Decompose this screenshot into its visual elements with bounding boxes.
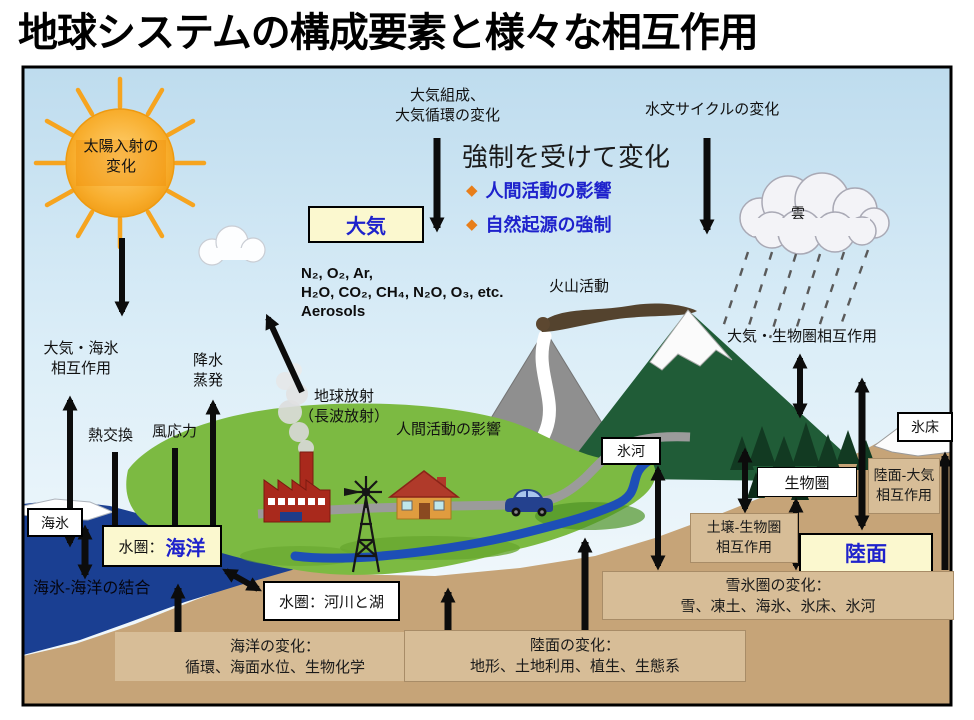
- sun-icon: [33, 76, 207, 250]
- biosphere-box: 生物圏: [757, 467, 857, 497]
- rain-icon: [720, 249, 870, 339]
- windmill-icon: [344, 476, 382, 573]
- solar-input-label: 太陽入射の 変化: [83, 138, 159, 175]
- hydrosphere-ocean-box: 水圏： 海洋: [102, 525, 222, 567]
- house-icon: [387, 470, 461, 520]
- atmosphere-box: 大気: [308, 206, 424, 243]
- car-icon: [505, 489, 553, 517]
- human-activity-label: 人間活動の影響: [396, 421, 502, 438]
- seaice-ocean-coupling-label: 海氷-海洋の結合: [33, 580, 151, 597]
- bullet-label: 人間活動の影響: [485, 181, 612, 201]
- land-surface-box: 陸面: [799, 533, 933, 573]
- ocean-shape: [23, 500, 310, 655]
- precip-evap-label: 降水 蒸発: [192, 352, 223, 389]
- bullet-label: 自然起源の強制: [485, 215, 612, 235]
- forced-change-label: 強制を受けて変化: [462, 142, 671, 172]
- sea-ice-box: 海氷: [27, 508, 83, 537]
- river-shape: [290, 455, 655, 563]
- small-cloud-icon: [198, 225, 266, 266]
- volcano-label: 火山活動: [549, 278, 610, 295]
- glacier-box: 氷河: [601, 437, 661, 465]
- earth-radiation-label: 地球放射 （長波放射）: [298, 388, 389, 425]
- atmospheric-gases-label: N₂, O₂, Ar, H₂O, CO₂, CH₄, N₂O, O₃, etc.…: [301, 265, 504, 321]
- heat-exchange-label: 熱交換: [88, 427, 134, 444]
- atmos-composition-label: 大気組成、 大気循環の変化: [394, 87, 500, 124]
- arrow-ocean-rivers: [222, 568, 262, 592]
- ocean-change-panel: 海洋の変化： 循環、海面水位、生物化学: [115, 632, 435, 681]
- ocean-label: 海洋: [165, 537, 206, 560]
- diamond-bullet-icon: ◆: [466, 216, 478, 233]
- wind-stress-label: 風応力: [152, 423, 198, 440]
- atm-seaice-label: 大気・海氷 相互作用: [43, 340, 119, 377]
- atmosphere-box-label: 大気: [346, 216, 386, 238]
- diamond-bullet-icon: ◆: [466, 182, 478, 199]
- rain-cloud-icon: [720, 172, 890, 339]
- hydro-cycle-label: 水文サイクルの変化: [645, 101, 780, 118]
- cryosphere-change-panel: 雪氷圏の変化： 雪、凍土、海氷、氷床、氷河: [602, 571, 954, 620]
- bullet-human-activity: ◆ 人間活動の影響: [466, 177, 612, 203]
- soil-biosphere-panel: 土壌-生物圏 相互作用: [690, 513, 798, 563]
- hydrosphere-prefix: 水圏：: [118, 538, 164, 556]
- ice-sheet-box: 氷床: [897, 412, 953, 442]
- diagram-border: [21, 65, 953, 707]
- land-surface-label: 陸面: [845, 543, 887, 566]
- atm-biosphere-label: 大気・生物圏相互作用: [727, 328, 878, 345]
- cloud-label: 雲: [791, 205, 805, 221]
- bullet-natural-forcing: ◆ 自然起源の強制: [466, 211, 612, 237]
- page-title: 地球システムの構成要素と様々な相互作用: [18, 11, 759, 55]
- land-change-panel: 陸面の変化： 地形、土地利用、植生、生態系: [404, 630, 746, 682]
- rivers-lakes-box: 水圏：河川と湖: [263, 581, 400, 621]
- land-atm-panel: 陸面-大気 相互作用: [868, 458, 940, 514]
- arrow-earth-radiation: [265, 313, 305, 394]
